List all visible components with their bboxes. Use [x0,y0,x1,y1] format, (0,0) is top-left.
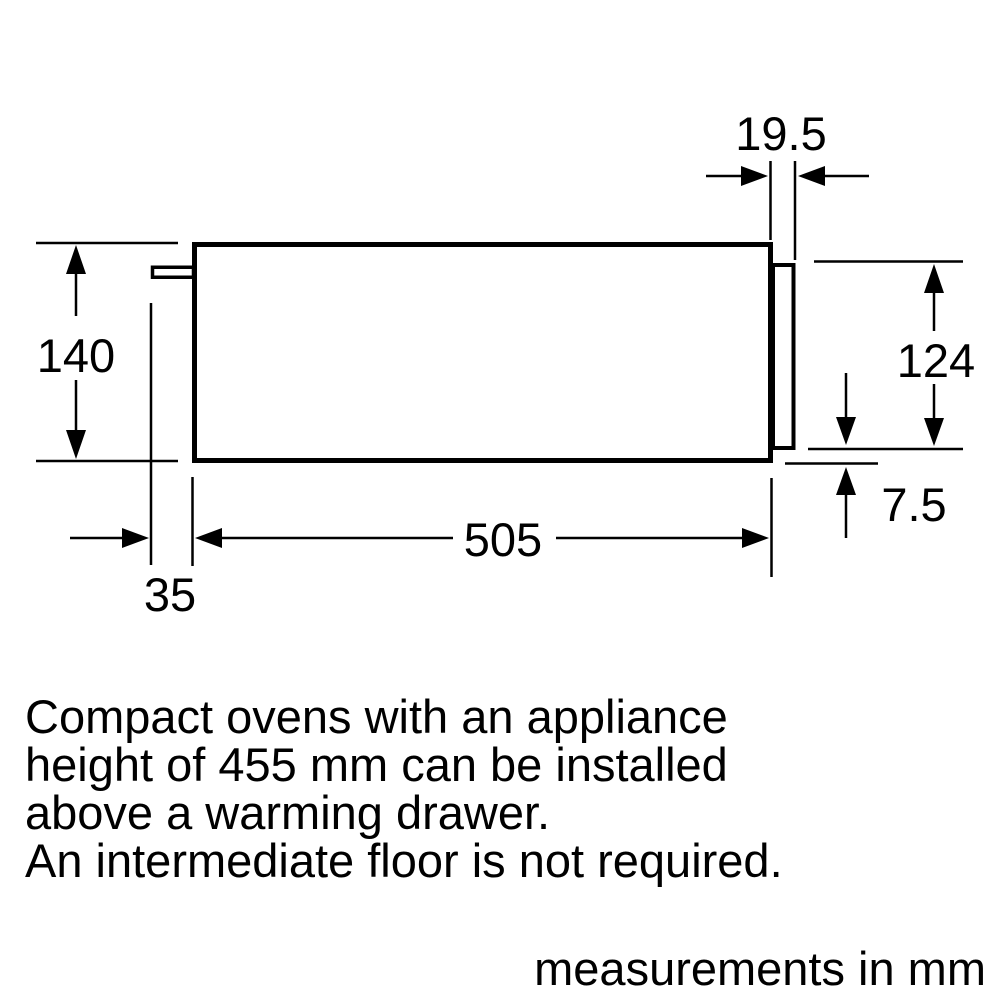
note-line-4: An intermediate floor is not required. [25,834,783,887]
arrowhead-left-icon [798,166,825,186]
note-line-2: height of 455 mm can be installed [25,738,728,791]
arrowhead-up-icon [66,245,86,274]
arrowhead-up-icon [836,467,856,495]
arrowhead-down-icon [836,417,856,445]
dim-label-depth: 505 [464,513,542,566]
drawer-body-outline [192,242,773,463]
dim-label-niche-height: 140 [37,329,115,382]
dim-label-front-panel-height: 124 [897,334,975,387]
arrowhead-down-icon [66,430,86,459]
arrowhead-up-icon [924,264,944,293]
units-note: measurements in mm [534,942,986,995]
installation-note: Compact ovens with an appliance height o… [25,693,783,885]
installation-diagram: 19.5 140 124 7.5 35 505 [36,107,975,621]
drawer-front-panel [771,263,796,450]
note-line-1: Compact ovens with an appliance [25,690,728,743]
arrowhead-right-icon [122,528,149,548]
arrowhead-right-icon [742,528,769,548]
arrowhead-right-icon [741,166,768,186]
dim-label-bottom-offset: 7.5 [881,478,946,531]
arrowhead-down-icon [924,418,944,446]
drawer-handle [150,265,196,279]
dim-label-handle-protrusion: 35 [144,568,196,621]
note-line-3: above a warming drawer. [25,786,551,839]
arrowhead-left-icon [195,528,222,548]
dim-label-top-gap: 19.5 [735,107,826,160]
